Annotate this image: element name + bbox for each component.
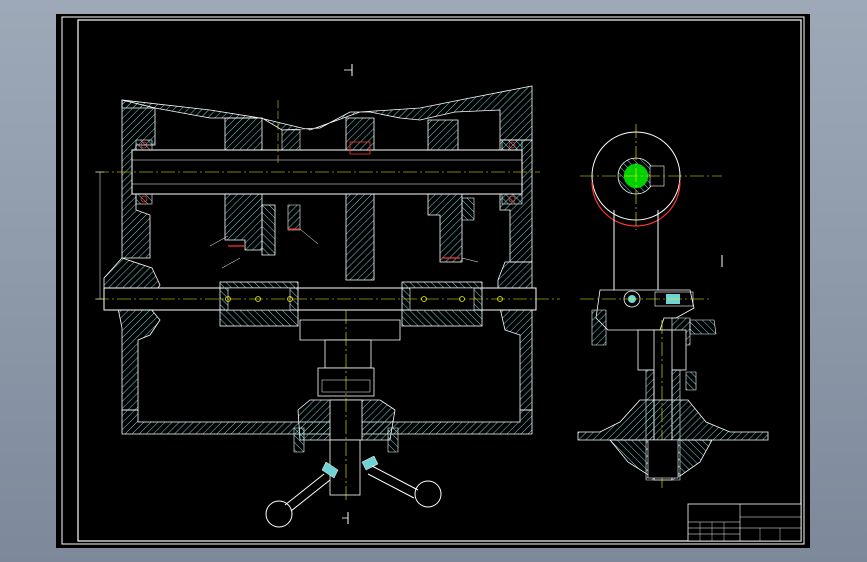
inner-border	[77, 19, 802, 542]
bearing-right-top	[501, 139, 523, 151]
bearing-left-top	[135, 139, 153, 151]
outer-border	[61, 16, 805, 545]
sliding-gear	[261, 204, 276, 256]
handle-knob-right	[414, 480, 442, 508]
section-mark-top	[344, 64, 353, 76]
gear-center-bottom	[345, 193, 375, 281]
side-section-view	[577, 124, 769, 490]
selector-plate	[299, 319, 401, 341]
bearing-right-bottom	[501, 193, 523, 205]
bearing-left-bottom	[135, 193, 153, 205]
gear-right-top	[427, 119, 459, 151]
gear-right-bottom	[427, 193, 463, 263]
handle-hub	[329, 439, 361, 496]
drawing-sheet	[56, 14, 810, 548]
title-block	[687, 503, 802, 542]
main-section-view	[95, 85, 560, 528]
housing-left-upper	[121, 99, 156, 259]
gear-left-bottom	[224, 193, 263, 251]
gear-left-top	[224, 117, 263, 151]
housing-left-lower	[117, 307, 161, 411]
section-mark-bottom	[342, 512, 349, 524]
handle-knob-left	[265, 500, 293, 528]
